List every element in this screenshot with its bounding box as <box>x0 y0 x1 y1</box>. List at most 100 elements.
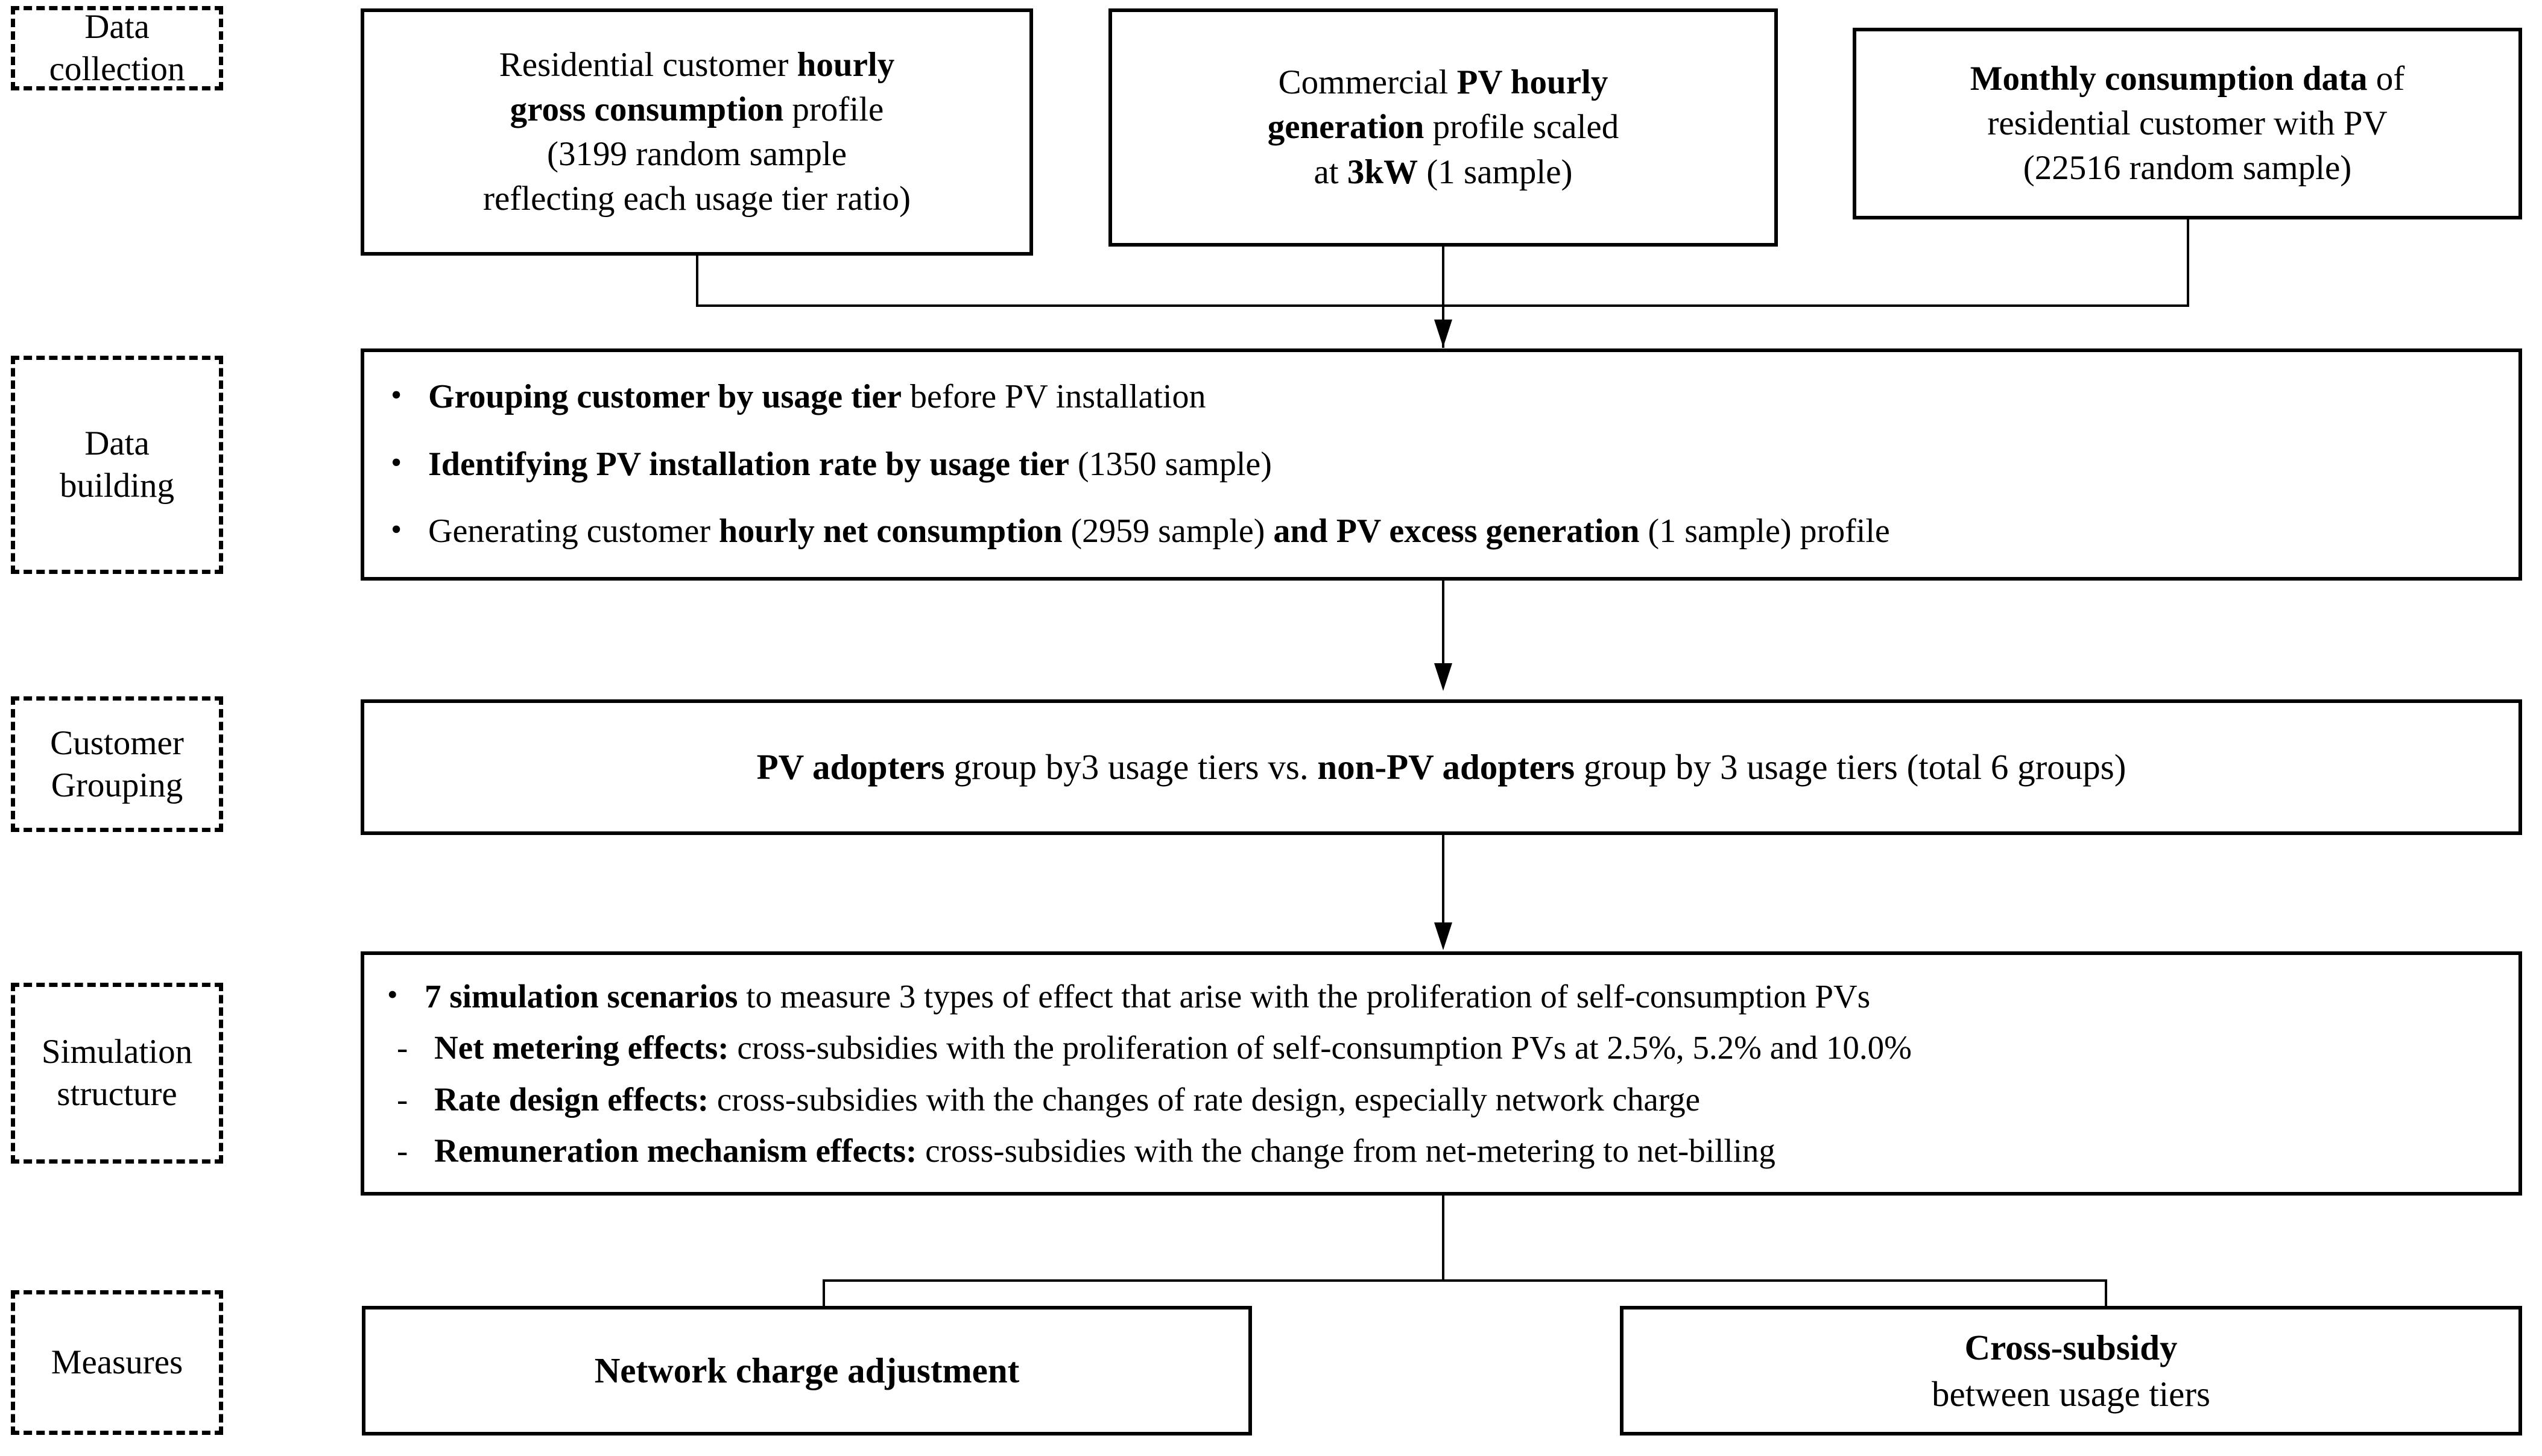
list-item-text: 7 simulation scenarios to measure 3 type… <box>425 976 2496 1016</box>
list-item: - Remuneration mechanism effects: cross-… <box>387 1130 2496 1171</box>
node-simulation-scenarios: • 7 simulation scenarios to measure 3 ty… <box>361 951 2522 1196</box>
text-fragment: between usage tiers <box>1932 1373 2210 1414</box>
text-fragment: group by3 usage tiers vs. <box>944 747 1318 787</box>
node-text: Cross-subsidy between usage tiers <box>1914 1325 2228 1417</box>
text-fragment-bold: Rate design effects: <box>434 1080 709 1118</box>
stage-label-line: Data <box>84 8 150 46</box>
stage-label-line: Grouping <box>51 766 183 804</box>
list-item-text: Generating customer hourly net consumpti… <box>428 511 2492 552</box>
stage-label-data-building: Data building <box>11 356 223 574</box>
text-fragment-bold: gross consumption <box>510 90 784 128</box>
arrow-into-data-building <box>1434 320 1452 347</box>
text-fragment-bold: Remuneration mechanism effects: <box>434 1132 917 1169</box>
connector-line-box3-down <box>2187 219 2189 306</box>
list-item-text: Grouping customer by usage tier before P… <box>428 376 2492 418</box>
node-text: Residential customer hourly gross consum… <box>465 43 929 221</box>
text-fragment: Residential customer <box>499 45 797 84</box>
text-fragment: cross-subsidies with the change from net… <box>917 1132 1775 1169</box>
dash-icon: - <box>397 1029 408 1067</box>
arrow-into-customer-grouping <box>1434 663 1452 691</box>
node-residential-gross-consumption: Residential customer hourly gross consum… <box>361 8 1033 256</box>
list-item: • 7 simulation scenarios to measure 3 ty… <box>387 976 2496 1016</box>
text-fragment: to measure 3 types of effect that arise … <box>738 978 1871 1015</box>
arrow-into-simulation-structure <box>1434 922 1452 950</box>
node-commercial-pv-generation: Commercial PV hourly generation profile … <box>1108 8 1778 247</box>
text-fragment-bold: Net metering effects: <box>434 1029 729 1067</box>
text-fragment-bold: hourly <box>797 45 895 84</box>
list-item-text: Remuneration mechanism effects: cross-su… <box>434 1130 2496 1171</box>
text-fragment: profile scaled <box>1424 108 1619 147</box>
text-fragment: (1 sample) <box>1418 153 1573 191</box>
stage-label-simulation-structure: Simulation structure <box>11 983 223 1164</box>
text-fragment: (1350 sample) <box>1069 445 1272 483</box>
connector-line-box1-down <box>696 256 698 306</box>
text-fragment: (2959 sample) <box>1062 512 1274 550</box>
node-cross-subsidy: Cross-subsidy between usage tiers <box>1620 1306 2522 1436</box>
text-fragment: (1 sample) profile <box>1639 512 1890 550</box>
text-fragment: of <box>2367 59 2405 98</box>
text-fragment: reflecting each usage tier ratio) <box>483 180 911 218</box>
text-fragment-bold: Monthly consumption data <box>1970 59 2368 98</box>
node-text: PV adopters group by3 usage tiers vs. no… <box>739 744 2145 790</box>
bullet-icon: • <box>391 445 402 480</box>
text-fragment: Generating customer <box>428 512 719 550</box>
bullet-icon: • <box>391 512 402 547</box>
stage-label-line: building <box>59 467 174 505</box>
list-item: • Grouping customer by usage tier before… <box>391 376 2492 418</box>
simulation-list: • 7 simulation scenarios to measure 3 ty… <box>364 976 2518 1170</box>
text-fragment-bold: Grouping customer by usage tier <box>428 378 902 416</box>
connector-line-merge-bar <box>696 304 2189 307</box>
text-fragment-bold: PV hourly <box>1456 63 1608 102</box>
node-text: Monthly consumption data of residential … <box>1952 57 2423 191</box>
dash-icon: - <box>397 1080 408 1118</box>
stage-label-line: Measures <box>51 1343 183 1382</box>
text-fragment: Commercial <box>1278 63 1457 102</box>
node-customer-grouping-result: PV adopters group by3 usage tiers vs. no… <box>361 699 2522 835</box>
connector-line-split-bar <box>823 1279 2107 1282</box>
text-fragment: cross-subsidies with the proliferation o… <box>729 1029 1912 1067</box>
text-fragment-bold: non-PV adopters <box>1317 747 1575 787</box>
stage-label-line: structure <box>57 1075 177 1113</box>
stage-label-measures: Measures <box>11 1290 223 1435</box>
bullet-icon: • <box>391 378 402 413</box>
text-fragment-bold: Network charge adjustment <box>594 1350 1020 1391</box>
text-fragment: (3199 random sample <box>546 135 847 173</box>
list-item: • Identifying PV installation rate by us… <box>391 444 2492 485</box>
stage-label-line: Customer <box>50 723 184 762</box>
bullet-icon: • <box>387 977 398 1012</box>
node-network-charge-adjustment: Network charge adjustment <box>362 1306 1252 1436</box>
text-fragment-bold: 7 simulation scenarios <box>425 978 738 1015</box>
connector-line-building-to-grouping <box>1442 581 1444 667</box>
connector-line-box2-down <box>1442 247 1444 348</box>
text-fragment: (22516 random sample) <box>2023 149 2352 188</box>
stage-label-customer-grouping: Customer Grouping <box>11 696 223 832</box>
text-fragment-bold: hourly net consumption <box>719 512 1063 550</box>
node-data-building-tasks: • Grouping customer by usage tier before… <box>361 348 2522 581</box>
list-item-text: Identifying PV installation rate by usag… <box>428 444 2492 485</box>
stage-label-line: Simulation <box>41 1033 193 1071</box>
text-fragment: group by 3 usage tiers (total 6 groups) <box>1575 747 2126 787</box>
node-text: Network charge adjustment <box>577 1347 1038 1394</box>
node-monthly-consumption-data: Monthly consumption data of residential … <box>1853 28 2522 219</box>
list-item: • Generating customer hourly net consump… <box>391 511 2492 552</box>
text-fragment: at <box>1314 153 1347 191</box>
text-fragment-bold: Identifying PV installation rate by usag… <box>428 445 1069 483</box>
connector-line-grouping-to-simulation <box>1442 835 1444 941</box>
node-text: Commercial PV hourly generation profile … <box>1250 60 1637 194</box>
text-fragment: before PV installation <box>902 378 1206 416</box>
dash-icon: - <box>397 1132 408 1169</box>
text-fragment-bold: 3kW <box>1347 153 1418 191</box>
list-item: - Net metering effects: cross-subsidies … <box>387 1027 2496 1068</box>
stage-label-line: collection <box>49 50 185 88</box>
list-item-text: Net metering effects: cross-subsidies wi… <box>434 1027 2496 1068</box>
connector-line-simulation-down <box>1442 1196 1444 1281</box>
stage-label-line: Data <box>84 424 150 463</box>
text-fragment-bold: generation <box>1267 108 1424 147</box>
list-item: - Rate design effects: cross-subsidies w… <box>387 1079 2496 1120</box>
bullet-list: • Grouping customer by usage tier before… <box>364 376 2518 552</box>
text-fragment-bold: and PV excess generation <box>1273 512 1640 550</box>
stage-label-data-collection: Data collection <box>11 6 223 90</box>
text-fragment-bold: PV adopters <box>756 747 945 787</box>
text-fragment: profile <box>783 90 884 128</box>
